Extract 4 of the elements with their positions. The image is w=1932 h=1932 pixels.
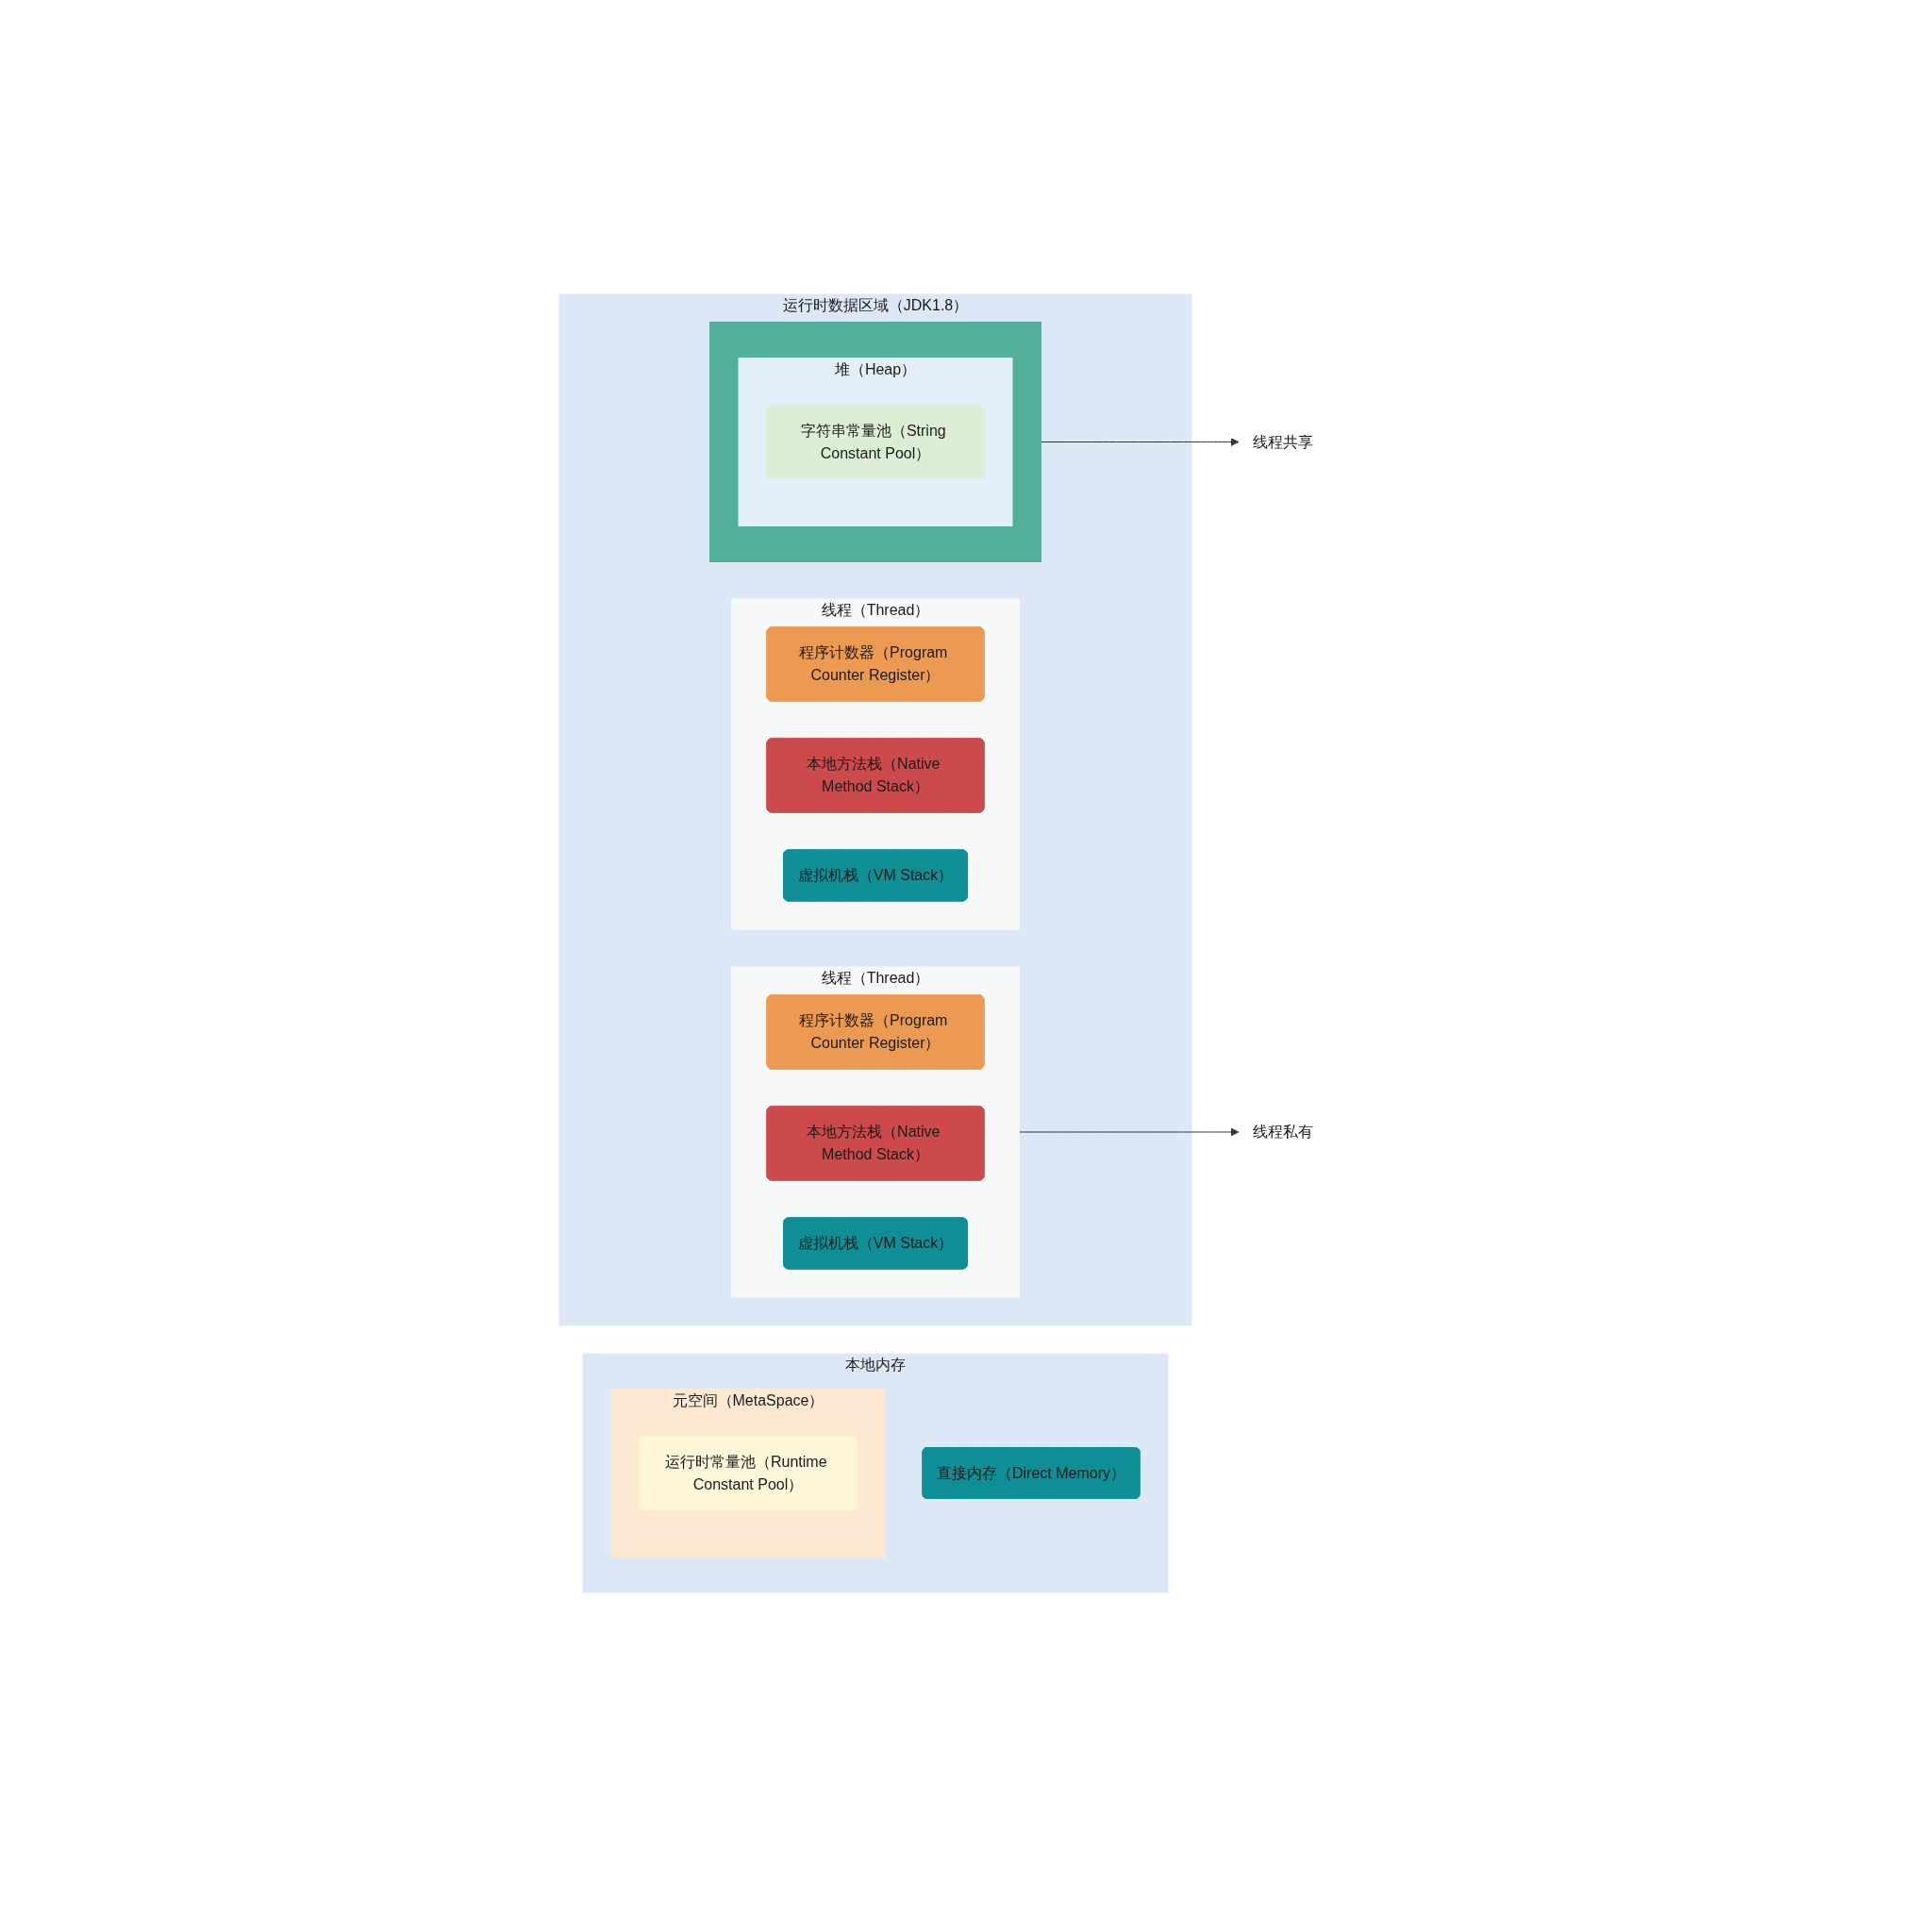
node-text: 线程共享 [1253, 433, 1313, 450]
node-text: 线程私有 [1253, 1124, 1313, 1140]
arrow [1019, 1127, 1240, 1137]
cluster [709, 322, 1041, 562]
